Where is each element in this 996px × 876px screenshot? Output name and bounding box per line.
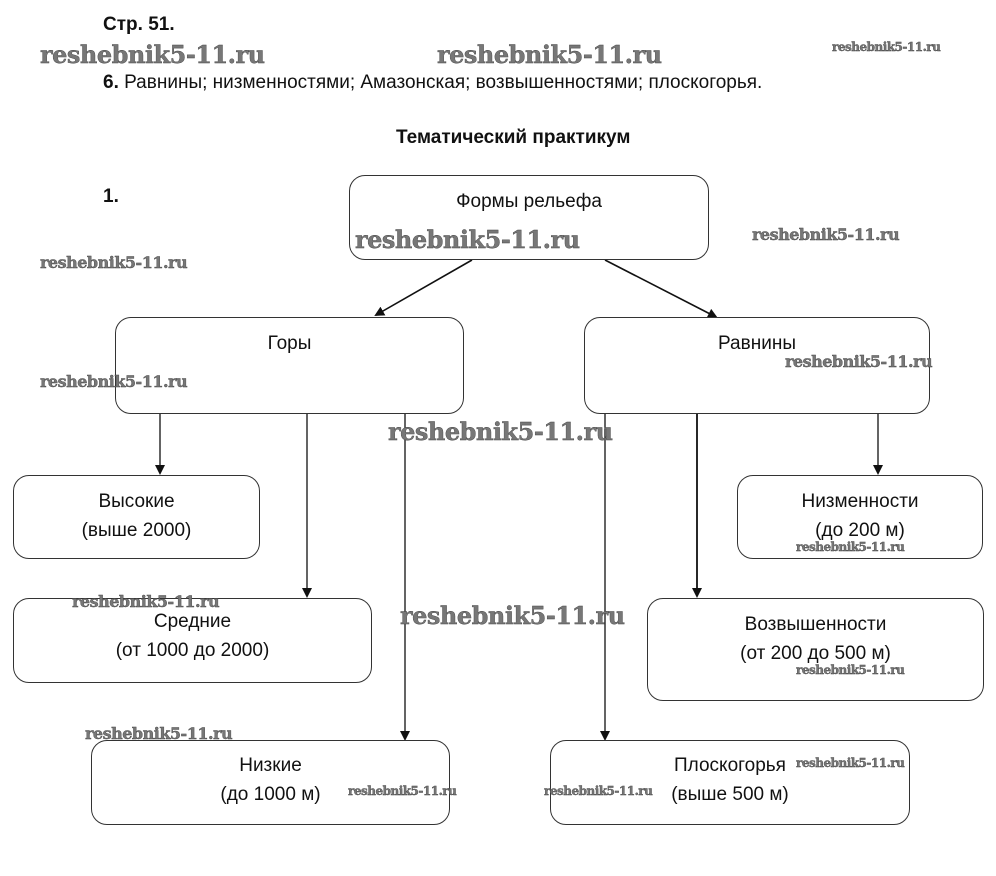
watermark: reshebnik5-11.ru [752, 225, 900, 244]
node-medium-mountains: Средние (от 1000 до 2000) [13, 598, 372, 683]
node-label: Возвышенности [744, 614, 887, 635]
watermark: reshebnik5-11.ru [785, 352, 933, 371]
node-label: Горы [267, 333, 312, 354]
watermark: reshebnik5-11.ru [796, 756, 905, 770]
node-low-mountains: Низкие (до 1000 м) [91, 740, 450, 825]
watermark: reshebnik5-11.ru [796, 540, 905, 554]
watermark: reshebnik5-11.ru [355, 225, 581, 254]
node-label: Средние [153, 611, 232, 632]
node-mountains: Горы [115, 317, 464, 414]
node-range: (выше 2000) [81, 520, 192, 541]
node-label: Низменности [801, 491, 919, 512]
watermark: reshebnik5-11.ru [437, 40, 663, 69]
node-plains: Равнины [584, 317, 930, 414]
node-uplands: Возвышенности (от 200 до 500 м) [647, 598, 984, 701]
arrow-root-to-mountains [374, 259, 473, 316]
arrow-root-to-plains [604, 259, 718, 318]
answer-line: 6. Равнины; низменностями; Амазонская; в… [103, 72, 762, 94]
watermark: reshebnik5-11.ru [348, 784, 457, 798]
node-label: Формы рельефа [456, 191, 602, 212]
node-landforms: Формы рельефа [349, 175, 709, 260]
section-title: Тематический практикум [396, 127, 631, 148]
watermark: reshebnik5-11.ru [40, 40, 266, 69]
watermark: reshebnik5-11.ru [72, 592, 220, 611]
watermark: reshebnik5-11.ru [40, 372, 188, 391]
node-label: Равнины [718, 333, 796, 354]
node-high-mountains: Высокие (выше 2000) [13, 475, 260, 559]
watermark: reshebnik5-11.ru [400, 601, 626, 630]
node-lowlands: Низменности (до 200 м) [737, 475, 983, 559]
answer-text: Равнины; низменностями; Амазонская; возв… [124, 72, 763, 93]
node-range: (выше 500 м) [671, 784, 789, 805]
node-plateaus: Плоскогорья (выше 500 м) [550, 740, 910, 825]
task-number: 1. [103, 186, 119, 207]
watermark: reshebnik5-11.ru [85, 724, 233, 743]
node-label: Низкие [239, 755, 302, 776]
node-range: (от 200 до 500 м) [740, 643, 891, 664]
node-label: Плоскогорья [674, 755, 786, 776]
watermark: reshebnik5-11.ru [832, 40, 941, 54]
node-range: (до 200 м) [815, 520, 905, 541]
page-reference: Стр. 51. [103, 14, 175, 35]
watermark: reshebnik5-11.ru [40, 253, 188, 272]
watermark: reshebnik5-11.ru [544, 784, 653, 798]
answer-number: 6. [103, 72, 119, 93]
node-range: (до 1000 м) [220, 784, 321, 805]
watermark: reshebnik5-11.ru [388, 417, 614, 446]
watermark: reshebnik5-11.ru [796, 663, 905, 677]
node-range: (от 1000 до 2000) [115, 640, 270, 661]
node-label: Высокие [98, 491, 175, 512]
